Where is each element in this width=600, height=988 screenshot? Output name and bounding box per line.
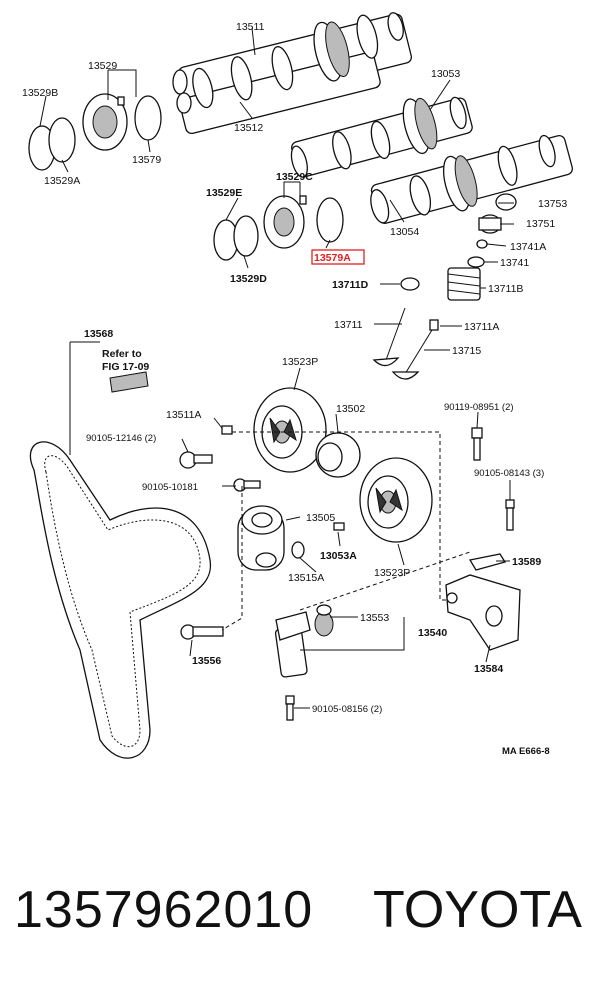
label-refer-to: Refer to [102, 348, 142, 360]
timing-belt [29, 441, 212, 759]
label-13540: 13540 [418, 627, 447, 639]
exploded-view-drawing: 13511 13529 13529B 13512 13529A 13579 13… [22, 12, 574, 759]
gasket-ref [109, 371, 149, 393]
drawing-code: MA E666-8 [502, 746, 550, 757]
label-13502: 13502 [336, 403, 365, 415]
label-13053A: 13053A [320, 550, 357, 562]
sub-gear-group-lower [213, 195, 344, 261]
label-13556: 13556 [192, 655, 221, 667]
label-13529A: 13529A [44, 175, 80, 187]
sub-gear-group-upper [28, 93, 162, 171]
timing-pulley-upper [253, 387, 327, 473]
mounting-bracket-13584 [445, 574, 521, 651]
pin-13053A [333, 522, 345, 531]
leader-lines [39, 27, 514, 709]
label-13512: 13512 [234, 122, 263, 134]
label-13523P-bottom: 13523P [374, 567, 410, 579]
label-13753: 13753 [538, 198, 567, 210]
label-13505: 13505 [306, 512, 335, 524]
timing-pulley-lower [359, 457, 433, 543]
label-13515A: 13515A [288, 572, 324, 584]
highlighted-part-13579A: 13579A [311, 249, 365, 265]
label-13523P-top: 13523P [282, 356, 318, 368]
bracket-13589 [468, 553, 507, 571]
label-13741A: 13741A [510, 241, 546, 253]
brand-name: TOYOTA [373, 881, 582, 939]
footer: 1357962010 TOYOTA [0, 880, 600, 950]
valve-spring [447, 267, 481, 301]
exhaust-camshaft-assembly [290, 96, 574, 224]
bolt-90105-12146 [179, 451, 213, 469]
label-90105-10181: 90105-10181 [142, 482, 198, 493]
label-13529E: 13529E [206, 187, 242, 199]
bolt-90105-10181 [233, 478, 261, 492]
label-13568: 13568 [84, 328, 113, 340]
part-labels: 13511 13529 13529B 13512 13529A 13579 13… [22, 21, 567, 757]
label-13511: 13511 [236, 21, 265, 33]
bolt-90105-08143 [505, 499, 515, 531]
bolts [179, 425, 515, 721]
bolt-90105-08156 [285, 695, 295, 721]
label-90119-08951: 90119-08951 (2) [444, 402, 514, 413]
valve-train-parts [372, 193, 517, 380]
label-90105-08143: 90105-08143 (3) [474, 468, 544, 479]
bolt-13556 [180, 624, 224, 640]
pin-13511A [221, 425, 233, 435]
label-13553: 13553 [360, 612, 389, 624]
label-13579: 13579 [132, 154, 161, 166]
label-13711: 13711 [334, 319, 363, 331]
label-13529C: 13529C [276, 171, 313, 183]
label-13053: 13053 [431, 68, 460, 80]
label-13529D: 13529D [230, 273, 267, 285]
label-13741: 13741 [500, 257, 529, 269]
label-90105-08156: 90105-08156 (2) [312, 704, 382, 715]
intake-camshaft-assembly [172, 12, 413, 135]
label-90105-12146: 90105-12146 (2) [86, 433, 156, 444]
label-13711B: 13711B [488, 283, 523, 295]
label-fig-17-09: FIG 17-09 [102, 361, 149, 373]
label-13054: 13054 [390, 226, 419, 238]
label-13529B: 13529B [22, 87, 58, 99]
label-13579A: 13579A [314, 252, 351, 264]
label-13715: 13715 [452, 345, 481, 357]
bolt-90119-08951 [471, 427, 483, 461]
label-13711A: 13711A [464, 321, 499, 333]
idler-pulley [315, 432, 361, 478]
part-number: 1357962010 [14, 881, 314, 939]
label-13511A: 13511A [166, 409, 201, 421]
label-13584: 13584 [474, 663, 503, 675]
label-13589: 13589 [512, 556, 541, 568]
label-13711D: 13711D [332, 279, 369, 291]
label-13529: 13529 [88, 60, 117, 72]
label-13751: 13751 [526, 218, 555, 230]
cam-position-sensor [274, 604, 334, 678]
tensioner-pulley [237, 505, 305, 571]
